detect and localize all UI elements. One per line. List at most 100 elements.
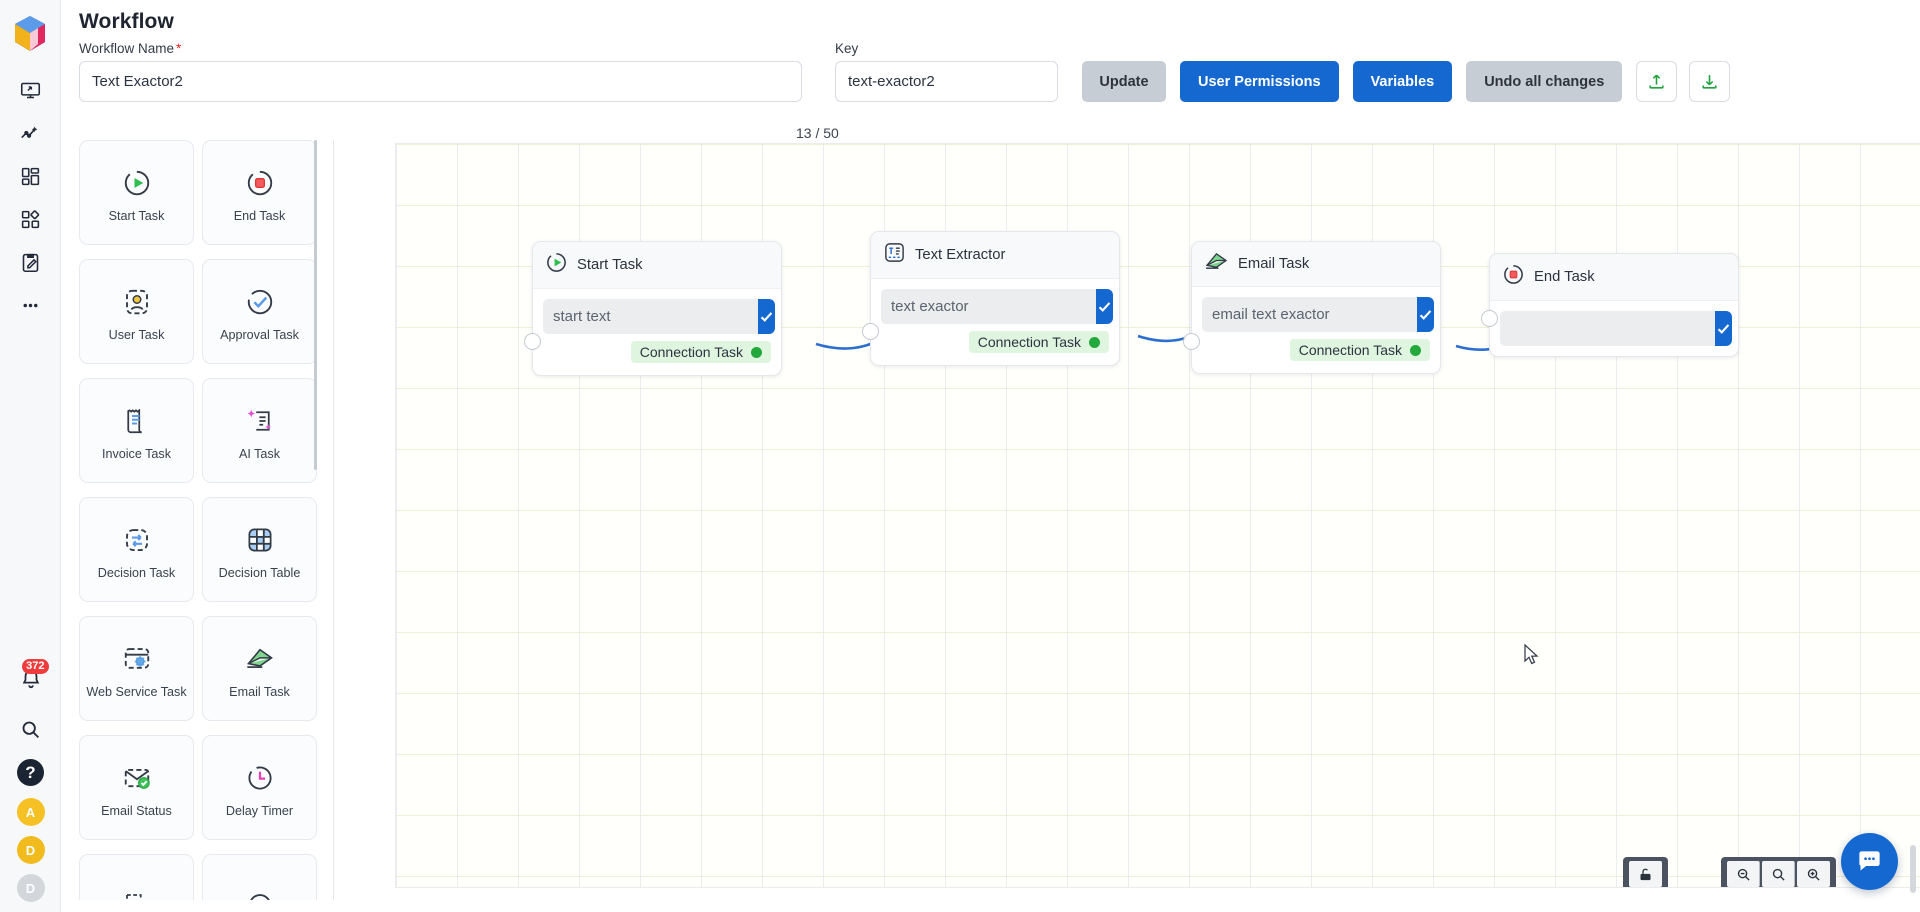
palette-item-start-task[interactable]: Start Task [79, 140, 194, 245]
avatar-a[interactable]: A [16, 798, 45, 826]
palette-item-ai-task[interactable]: AI Task [202, 378, 317, 483]
undo-all-changes-button[interactable]: Undo all changes [1466, 61, 1623, 102]
canvas-zoom-controls[interactable] [1721, 857, 1836, 887]
zoom-out-icon[interactable] [1727, 861, 1760, 887]
approval-task-icon [245, 280, 275, 324]
palette-item-web-service-task[interactable]: Web Service Task [79, 616, 194, 721]
palette-item-label: Start Task [108, 209, 165, 223]
palette-item-label: AI Task [238, 447, 281, 461]
node-confirm-button[interactable] [1417, 297, 1434, 332]
rail-bottom-group: 372 ? A D D [0, 659, 61, 902]
node-input-port[interactable] [1183, 333, 1200, 350]
app-logo[interactable] [12, 14, 48, 54]
mouse-cursor [1524, 643, 1540, 671]
workflow-name-label: Workflow Name* [79, 41, 802, 56]
palette-scrollbar[interactable] [314, 140, 317, 470]
zoom-in-icon[interactable] [1797, 861, 1830, 887]
workflow-node-text-extractor[interactable]: Text Extractor Connection Task [862, 231, 1120, 366]
palette-item-support-task[interactable] [202, 854, 317, 900]
palette-item-decision-table[interactable]: Decision Table [202, 497, 317, 602]
analytics-icon[interactable] [10, 113, 50, 153]
node-confirm-button[interactable] [1715, 311, 1732, 346]
workflow-key-input[interactable] [835, 61, 1058, 102]
palette-item-label: User Task [108, 328, 165, 342]
presentation-icon[interactable] [10, 70, 50, 110]
search-icon[interactable] [11, 709, 51, 749]
palette-item-label: Web Service Task [86, 685, 187, 699]
decision-table-icon [245, 518, 275, 562]
node-connection-row: Connection Task [1202, 332, 1430, 361]
notifications-bell-icon[interactable]: 372 [11, 659, 51, 699]
delay-timer-icon [245, 756, 275, 800]
node-header: Email Task [1192, 242, 1440, 287]
palette-item-approval-task[interactable]: Approval Task [202, 259, 317, 364]
node-connection-row: Connection Task [881, 324, 1109, 353]
palette-item-label: Invoice Task [101, 447, 172, 461]
connection-task-chip[interactable]: Connection Task [968, 331, 1109, 353]
unlock-icon[interactable] [1629, 861, 1662, 887]
node-body: Connection Task [871, 279, 1119, 365]
text-extractor-icon [883, 241, 906, 269]
download-icon[interactable] [1689, 61, 1731, 102]
node-value-input[interactable] [1500, 311, 1719, 346]
palette-item-invoice-task[interactable]: Invoice Task [79, 378, 194, 483]
email-status-icon [122, 756, 152, 800]
palette-item-email-status[interactable]: Email Status [79, 735, 194, 840]
node-input-port[interactable] [1481, 310, 1498, 327]
workflow-node-start-task[interactable]: Start Task Connection Task [524, 241, 782, 376]
palette-item-database-task[interactable] [79, 854, 194, 900]
palette-item-delay-timer[interactable]: Delay Timer [202, 735, 317, 840]
palette-item-label: End Task [233, 209, 286, 223]
help-button[interactable]: ? [17, 759, 44, 786]
palette-item-label: Delay Timer [225, 804, 294, 818]
invoice-task-icon [122, 399, 152, 443]
status-dot [1089, 336, 1100, 348]
end-task-icon [245, 161, 275, 205]
node-input-row [543, 299, 775, 334]
node-value-input[interactable] [1202, 297, 1421, 332]
support-task-icon [245, 883, 275, 900]
workflow-node-end-task[interactable]: End Task [1481, 253, 1739, 357]
more-icon[interactable] [10, 285, 50, 325]
zoom-reset-icon[interactable] [1762, 861, 1795, 887]
node-value-input[interactable] [881, 289, 1100, 324]
page-scrollbar[interactable] [1910, 845, 1916, 893]
workflow-key-group: Key [835, 41, 1058, 102]
node-input-port[interactable] [524, 333, 541, 350]
workflow-node-email-task[interactable]: Email Task Connection Task [1183, 241, 1441, 374]
update-button[interactable]: Update [1082, 61, 1166, 102]
variables-button[interactable]: Variables [1352, 61, 1453, 102]
start-task-icon [545, 251, 568, 279]
node-input-port[interactable] [862, 323, 879, 340]
palette-item-user-task[interactable]: User Task [79, 259, 194, 364]
connection-task-chip[interactable]: Connection Task [1289, 339, 1430, 361]
palette-item-decision-task[interactable]: Decision Task [79, 497, 194, 602]
workflow-canvas[interactable]: Start Task Connection Task [395, 143, 1920, 888]
node-value-input[interactable] [543, 299, 762, 334]
page-header: Workflow [61, 0, 1920, 34]
palette-item-end-task[interactable]: End Task [202, 140, 317, 245]
palette-item-email-task[interactable]: Email Task [202, 616, 317, 721]
node-header: Start Task [533, 242, 781, 289]
palette-item-label: Decision Table [218, 566, 301, 580]
connection-task-chip[interactable]: Connection Task [630, 341, 771, 363]
node-body [1490, 301, 1738, 356]
node-confirm-button[interactable] [758, 299, 775, 334]
node-input-row [881, 289, 1113, 324]
dashboard-icon[interactable] [10, 156, 50, 196]
node-input-row [1202, 297, 1434, 332]
user-permissions-button[interactable]: User Permissions [1180, 61, 1339, 102]
avatar-d-secondary[interactable]: D [16, 874, 45, 902]
apps-icon[interactable] [10, 199, 50, 239]
avatar-d-primary[interactable]: D [16, 836, 45, 864]
chat-icon[interactable] [1841, 833, 1898, 890]
form-edit-icon[interactable] [10, 242, 50, 282]
status-dot [1410, 344, 1421, 356]
canvas-lock-control[interactable] [1623, 857, 1668, 887]
node-confirm-button[interactable] [1096, 289, 1113, 324]
workflow-name-input[interactable] [79, 61, 802, 102]
upload-icon[interactable] [1636, 61, 1678, 102]
